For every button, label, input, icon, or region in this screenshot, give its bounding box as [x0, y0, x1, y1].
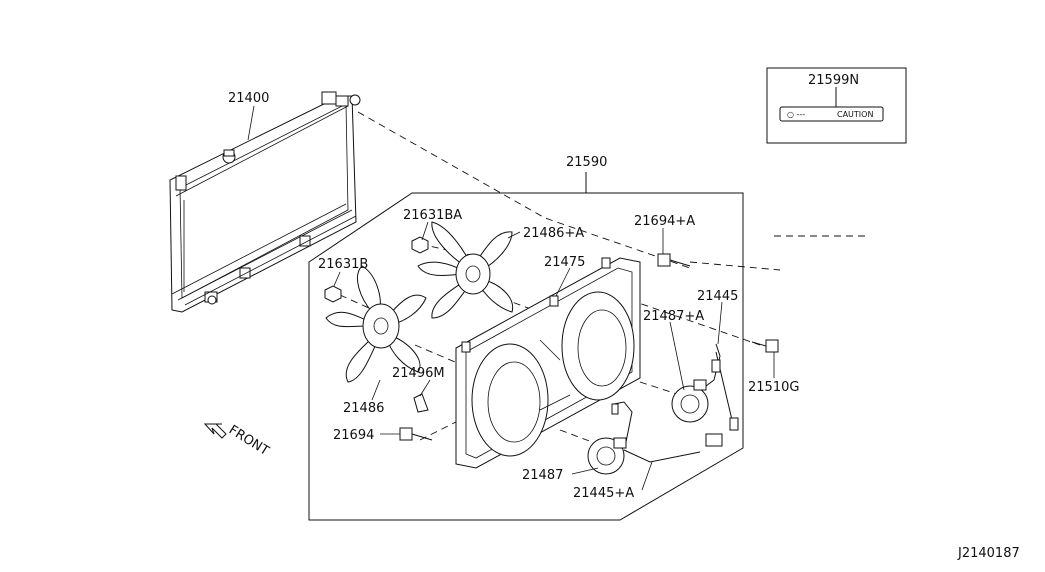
label-21487: 21487: [522, 468, 563, 483]
fan-motor-upper: [671, 343, 739, 447]
bolt-21694-a: [657, 253, 691, 267]
label-21486-a: 21486+A: [523, 226, 584, 241]
bolt-21510G: [751, 339, 779, 353]
assembly-outline: [308, 192, 744, 521]
label-21694: 21694: [333, 428, 374, 443]
label-21400: 21400: [228, 91, 269, 106]
front-label: FRONT: [226, 423, 272, 459]
label-21445: 21445: [697, 289, 738, 304]
fan-blade-upper: [417, 221, 514, 319]
label-21445-a: 21445+A: [573, 486, 634, 501]
label-21486: 21486: [343, 401, 384, 416]
label-21599N: 21599N: [808, 73, 859, 88]
diagram-code: J2140187: [957, 546, 1020, 561]
label-21510G: 21510G: [748, 380, 799, 395]
nut-21631BA: [411, 236, 429, 254]
label-21694-a: 21694+A: [634, 214, 695, 229]
radiator: [169, 91, 361, 313]
leader-lines: [247, 105, 775, 491]
caution-label-box: [766, 67, 907, 144]
label-21487-a: 21487+A: [643, 309, 704, 324]
label-21631BA: 21631BA: [403, 208, 462, 223]
bolt-21694: [399, 427, 433, 441]
label-21590: 21590: [566, 155, 607, 170]
fan-shroud: [455, 257, 641, 469]
label-21496M: 21496M: [392, 366, 445, 381]
front-arrow-icon: [203, 423, 227, 439]
label-21475: 21475: [544, 255, 585, 270]
label-21631B: 21631B: [318, 257, 368, 272]
caution-dashes: ○ ---: [787, 110, 805, 119]
nut-21631B: [324, 285, 342, 303]
clip-21496M: [413, 393, 429, 413]
fan-motor-lower: [587, 401, 701, 475]
fan-blade-lower: [325, 265, 427, 383]
caution-text: CAUTION: [837, 110, 873, 119]
